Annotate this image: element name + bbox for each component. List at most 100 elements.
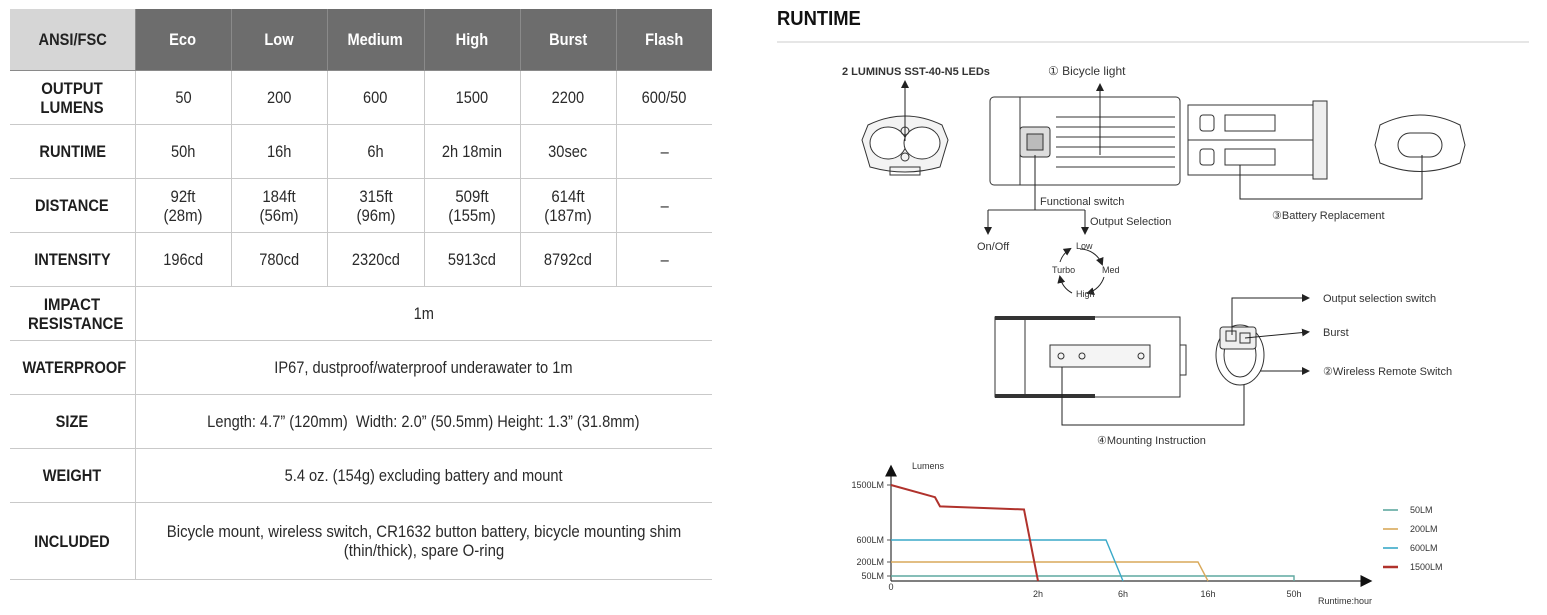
legend-label: 50LM bbox=[1410, 505, 1433, 515]
table-cell: 600/50 bbox=[615, 70, 712, 125]
legend-label: 200LM bbox=[1410, 524, 1438, 534]
row-label: WATERPROOF bbox=[10, 340, 136, 395]
table-header-row: ANSI/FSC Eco Low Medium High Burst Flash bbox=[10, 9, 712, 71]
table-row-output-lumens: OUTPUT LUMENS 50 200 600 1500 2200 600/5… bbox=[10, 70, 712, 125]
output-selection-switch-label: Output selection switch bbox=[1323, 293, 1436, 305]
row-label: INCLUDED bbox=[10, 502, 136, 580]
mode-header: Burst bbox=[519, 9, 617, 71]
series-line-200lm bbox=[891, 561, 1209, 582]
y-tick-label: 1500LM bbox=[851, 480, 884, 490]
series-line-600lm bbox=[891, 539, 1124, 582]
table-cell: 1500 bbox=[423, 70, 521, 125]
x-tick-label: 16h bbox=[1200, 589, 1215, 599]
table-cell: 8792cd bbox=[519, 232, 617, 287]
burst-label: Burst bbox=[1323, 327, 1349, 339]
table-row-distance: DISTANCE 92ft (28m) 184ft (56m) 315ft (9… bbox=[10, 178, 712, 233]
table-cell: 6h bbox=[326, 124, 425, 179]
table-cell: 196cd bbox=[134, 232, 232, 287]
table-row-included: INCLUDED Bicycle mount, wireless switch,… bbox=[10, 502, 712, 580]
corner-header: ANSI/FSC bbox=[10, 9, 136, 71]
table-row-impact-resistance: IMPACT RESISTANCE 1m bbox=[10, 286, 712, 341]
legend-label: 600LM bbox=[1410, 543, 1438, 553]
table-cell: 30sec bbox=[519, 124, 617, 179]
functional-switch-label: Functional switch bbox=[1040, 196, 1124, 208]
row-label: DISTANCE bbox=[10, 178, 136, 233]
mode-cycle-icon bbox=[1057, 247, 1105, 296]
table-cell: 509ft (155m) bbox=[423, 178, 521, 233]
table-cell: 5913cd bbox=[423, 232, 521, 287]
cycle-high-label: High bbox=[1076, 289, 1095, 299]
x-tick-label: 0 bbox=[888, 582, 893, 592]
table-cell: 50h bbox=[134, 124, 232, 179]
table-cell: 5.4 oz. (154g) excluding battery and mou… bbox=[134, 448, 712, 503]
light-rear-cap-icon bbox=[1374, 114, 1466, 172]
spec-table: ANSI/FSC Eco Low Medium High Burst Flash… bbox=[10, 9, 712, 580]
battery-compartment-icon bbox=[1187, 100, 1328, 180]
battery-replacement-label: ③Battery Replacement bbox=[1272, 210, 1385, 222]
section-divider bbox=[777, 41, 1529, 43]
cycle-med-label: Med bbox=[1102, 265, 1120, 275]
table-cell: 200 bbox=[230, 70, 328, 125]
mode-header: Low bbox=[230, 9, 328, 71]
table-cell: – bbox=[615, 232, 712, 287]
table-cell: 50 bbox=[134, 70, 232, 125]
row-label: IMPACT RESISTANCE bbox=[10, 286, 136, 341]
table-cell: 184ft (56m) bbox=[230, 178, 328, 233]
x-tick-label: 6h bbox=[1118, 589, 1128, 599]
runtime-chart: Lumens Runtime:hour 1500LM 600LM 200LM 50LM… bbox=[851, 461, 1443, 606]
row-label: SIZE bbox=[10, 394, 136, 449]
cycle-turbo-label: Turbo bbox=[1052, 265, 1075, 275]
table-row-intensity: INTENSITY 196cd 780cd 2320cd 5913cd 8792… bbox=[10, 232, 712, 287]
table-row-runtime: RUNTIME 50h 16h 6h 2h 18min 30sec – bbox=[10, 124, 712, 179]
wireless-remote-label: ②Wireless Remote Switch bbox=[1323, 366, 1452, 378]
mode-header: Flash bbox=[615, 9, 712, 71]
leds-label: 2 LUMINUS SST-40-N5 LEDs bbox=[842, 66, 990, 78]
y-axis-label: Lumens bbox=[912, 461, 945, 471]
table-cell: 16h bbox=[230, 124, 328, 179]
bicycle-light-body-icon bbox=[989, 96, 1181, 186]
table-cell: 614ft (187m) bbox=[519, 178, 617, 233]
series-line-50lm bbox=[891, 575, 1295, 581]
row-label: RUNTIME bbox=[10, 124, 136, 179]
led-headlight-front-icon bbox=[861, 115, 949, 176]
y-tick-label: 600LM bbox=[856, 535, 884, 545]
table-cell: – bbox=[615, 178, 712, 233]
table-cell: 600 bbox=[326, 70, 425, 125]
table-row-weight: WEIGHT 5.4 oz. (154g) excluding battery … bbox=[10, 448, 712, 503]
y-tick-label: 50LM bbox=[861, 571, 884, 581]
x-tick-label: 2h bbox=[1033, 589, 1043, 599]
table-cell: IP67, dustproof/waterproof underawater t… bbox=[134, 340, 712, 395]
output-selection-label: Output Selection bbox=[1090, 216, 1171, 228]
product-diagram: 2 LUMINUS SST-40-N5 LEDs ① Bicycle light… bbox=[842, 64, 1466, 447]
mode-header: High bbox=[423, 9, 521, 71]
mode-header: Medium bbox=[326, 9, 425, 71]
x-axis-label: Runtime:hour bbox=[1318, 596, 1372, 606]
table-cell: 315ft (96m) bbox=[326, 178, 425, 233]
table-cell: 2200 bbox=[519, 70, 617, 125]
y-tick-label: 200LM bbox=[856, 557, 884, 567]
table-cell: Length: 4.7” (120mm) Width: 2.0” (50.5mm… bbox=[134, 394, 712, 449]
x-tick-label: 50h bbox=[1286, 589, 1301, 599]
on-off-label: On/Off bbox=[977, 241, 1010, 253]
mode-header: Eco bbox=[134, 9, 232, 71]
wireless-remote-icon bbox=[1215, 324, 1265, 386]
table-cell: – bbox=[615, 124, 712, 179]
table-cell: 2h 18min bbox=[423, 124, 521, 179]
series-line-1500lm bbox=[890, 484, 1039, 582]
table-cell: 2320cd bbox=[326, 232, 425, 287]
section-title: RUNTIME bbox=[777, 8, 861, 30]
table-cell: 1m bbox=[134, 286, 712, 341]
cycle-low-label: Low bbox=[1076, 241, 1093, 251]
bicycle-light-label: ① Bicycle light bbox=[1048, 64, 1126, 78]
legend-label: 1500LM bbox=[1410, 562, 1443, 572]
row-label: INTENSITY bbox=[10, 232, 136, 287]
table-row-waterproof: WATERPROOF IP67, dustproof/waterproof un… bbox=[10, 340, 712, 395]
row-label: WEIGHT bbox=[10, 448, 136, 503]
mounting-instruction-label: ④Mounting Instruction bbox=[1097, 435, 1206, 447]
table-cell: 92ft (28m) bbox=[134, 178, 232, 233]
table-row-size: SIZE Length: 4.7” (120mm) Width: 2.0” (5… bbox=[10, 394, 712, 449]
table-cell: 780cd bbox=[230, 232, 328, 287]
mount-rail-icon bbox=[994, 316, 1187, 398]
table-cell: Bicycle mount, wireless switch, CR1632 b… bbox=[134, 502, 712, 580]
row-label: OUTPUT LUMENS bbox=[10, 70, 136, 125]
